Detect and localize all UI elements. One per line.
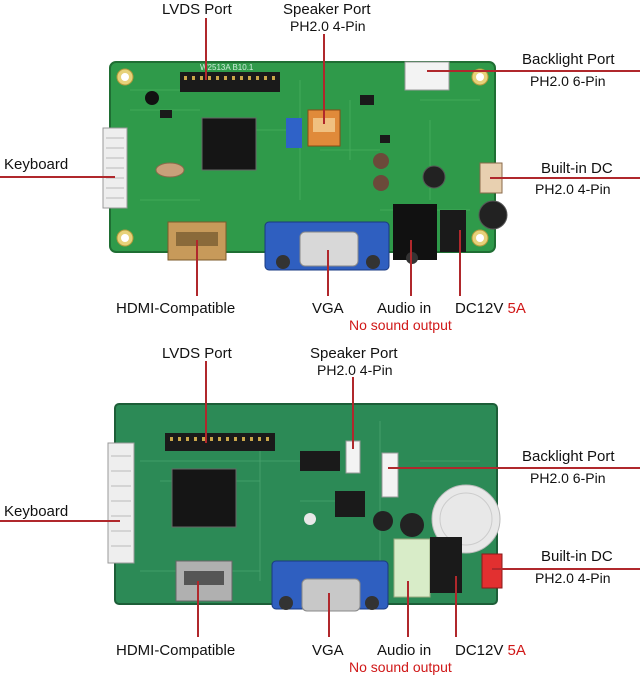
label-speaker-pin: PH2.0 4-Pin [290,18,366,34]
pointer-line-keyboard [0,176,115,178]
label-keyboard: Keyboard [4,156,69,173]
label-vga: VGA [312,300,344,317]
label-audio-in: Audio in [377,300,432,317]
label-builtin-dc: Built-in DC [541,160,613,177]
label-builtin-dc-pin: PH2.0 4-Pin [535,181,611,197]
label-backlight-pin: PH2.0 6-Pin [530,470,606,486]
label-builtin-dc: Built-in DC [541,548,613,565]
pointer-line-backlight [427,70,640,72]
dc-voltage: DC12V [455,642,504,659]
label-no-sound: No sound output [349,317,452,333]
label-speaker-port: Speaker Port [310,345,398,362]
dc-amperage: 5A [507,300,526,317]
pointer-line-vga [327,250,329,296]
pointer-line-audio [407,581,409,637]
board-diagram-bottom: LVDS Port Speaker Port PH2.0 4-Pin Backl… [0,341,640,681]
pointer-line-hdmi [197,581,199,637]
pointer-line-hdmi [196,240,198,296]
label-backlight-pin: PH2.0 6-Pin [530,73,606,89]
pointer-line-builtin-dc [490,177,640,179]
pointer-line-dc [455,576,457,637]
dc-amperage: 5A [507,642,526,659]
dc-voltage: DC12V [455,300,504,317]
label-speaker-pin: PH2.0 4-Pin [317,362,393,378]
label-lvds-port: LVDS Port [162,345,232,362]
label-audio-in: Audio in [377,642,432,659]
label-no-sound: No sound output [349,659,452,675]
pointer-line-speaker [323,34,325,124]
label-vga: VGA [312,642,344,659]
pcb-board-bottom [107,403,503,612]
label-builtin-dc-pin: PH2.0 4-Pin [535,570,611,586]
label-dc12v: DC12V 5A [455,301,526,316]
label-backlight-port: Backlight Port [522,448,615,465]
label-lvds-port: LVDS Port [162,1,232,18]
pointer-line-speaker [352,377,354,449]
board-diagram-top: W2513A B10.1 LVDS Port Speaker Port PH2.… [0,0,640,340]
pointer-line-lvds [205,361,207,443]
pointer-line-lvds [205,18,207,80]
label-dc12v: DC12V 5A [455,643,526,658]
pointer-line-keyboard [0,520,120,522]
pointer-line-builtin-dc [492,568,640,570]
label-speaker-port: Speaker Port [283,1,371,18]
pointer-line-audio [410,240,412,296]
label-hdmi: HDMI-Compatible [116,642,236,659]
pointer-line-dc [459,230,461,296]
label-keyboard: Keyboard [4,503,69,520]
pcb-board-top: W2513A B10.1 [102,61,508,271]
pointer-line-vga [328,593,330,637]
board-silkscreen: W2513A B10.1 [200,63,254,72]
label-backlight-port: Backlight Port [522,51,615,68]
label-hdmi: HDMI-Compatible [116,300,236,317]
pointer-line-backlight [388,467,640,469]
